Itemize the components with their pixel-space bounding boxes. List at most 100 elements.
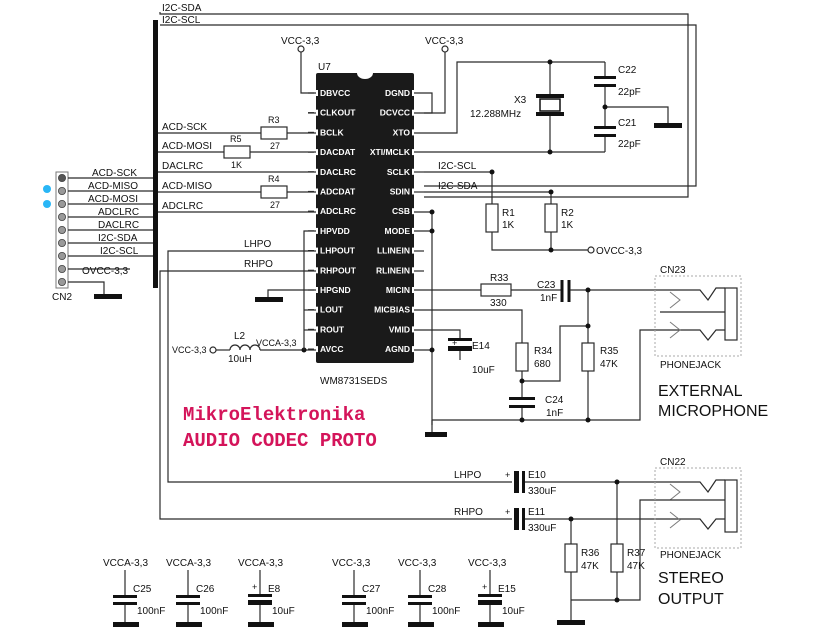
r2-ref: R2 — [561, 208, 574, 219]
ic-pin-label: LOUT — [320, 305, 344, 315]
vcc-label-2: VCC-3,3 — [425, 36, 464, 47]
net-adclrc: ADCLRC — [162, 201, 203, 212]
c22-value: 22pF — [618, 87, 641, 98]
r35-value: 47K — [600, 359, 618, 370]
net-acd-sck: ACD-SCK — [162, 122, 207, 133]
ic-part-number: WM8731SEDS — [320, 376, 388, 387]
cn2-label-adclrc: ADCLRC — [98, 207, 139, 218]
ic-ref: U7 — [318, 62, 331, 73]
left-signal-nets: VCC-3,3 ACD-SCK R3 27 ACD-MOSI R5 1K DAC… — [158, 36, 512, 520]
e14-value: 10uF — [472, 365, 495, 376]
ic-pin-label: ADCLRC — [320, 206, 356, 216]
cn2-pin — [58, 186, 67, 195]
ic-pin-label: HPGND — [320, 285, 351, 295]
decoupling-ref: C27 — [362, 584, 381, 595]
x3-ref: X3 — [514, 95, 527, 106]
r5-ref: R5 — [230, 134, 242, 144]
phonejack-cn22: CN22 PHONEJACK STEREO OUTPUT — [654, 457, 742, 608]
e11-polarity: + — [505, 507, 510, 517]
cn2-label-acd-mosi: ACD-MOSI — [88, 194, 138, 205]
ic-pin-label: AVCC — [320, 344, 343, 354]
decoupling-supply-label: VCCA-3,3 — [166, 558, 211, 569]
ic-pin-label: AGND — [385, 344, 410, 354]
ic-pin-label: MICBIAS — [374, 305, 410, 315]
x3-value: 12.288MHz — [470, 109, 521, 120]
cn2-label-acd-miso: ACD-MISO — [88, 181, 138, 192]
ic-pin-label: BCLK — [320, 127, 344, 137]
c24-ref: C24 — [545, 395, 564, 406]
cn23-title-line2: MICROPHONE — [658, 403, 768, 420]
ic-pin-label: DGND — [385, 88, 410, 98]
ic-pin-marker — [412, 267, 416, 274]
cn2-pin — [58, 277, 67, 286]
ic-pin-label: CSB — [392, 206, 410, 216]
cn23-ref: CN23 — [660, 265, 686, 276]
vcc-label: VCC-3,3 — [281, 36, 320, 47]
c24-value: 1nF — [546, 408, 563, 419]
cn22-title-line2: OUTPUT — [658, 591, 724, 608]
r5-value: 1K — [231, 160, 242, 170]
e10-polarity: + — [505, 470, 510, 480]
cn2-pin — [58, 173, 67, 182]
net-vcca-l2: VCCA-3,3 — [256, 338, 297, 348]
cn23-title-line1: EXTERNAL — [658, 383, 743, 400]
led-indicator — [43, 185, 51, 193]
decoupling-ref: E8 — [268, 584, 281, 595]
i2c-bus: I2C-SDA I2C-SCL — [153, 3, 697, 288]
net-daclrc: DACLRC — [162, 161, 203, 172]
i2c-scl-bus-label: I2C-SCL — [162, 15, 201, 26]
ic-pin-label: XTI/MCLK — [370, 147, 411, 157]
e11-value: 330uF — [528, 523, 556, 534]
r33-ref: R33 — [490, 273, 509, 284]
net-rhpo-2: RHPO — [454, 507, 483, 518]
r33-value: 330 — [490, 298, 507, 309]
ic-pin-label: SDIN — [390, 187, 410, 197]
cn2-pin — [58, 251, 67, 260]
cn2-pin — [58, 238, 67, 247]
e14-ref: E14 — [472, 341, 490, 352]
phonejack-cn23: CN23 PHONEJACK EXTERNAL MICROPHONE — [654, 265, 768, 420]
decoupling-value: 100nF — [137, 606, 165, 617]
polarity-plus: + — [482, 582, 487, 592]
c23-ref: C23 — [537, 280, 556, 291]
r34-ref: R34 — [534, 346, 553, 357]
cn2-label-i2c-sda: I2C-SDA — [98, 233, 138, 244]
cn22-title-line1: STEREO — [658, 570, 724, 587]
cn2-ref: CN2 — [52, 292, 72, 303]
r4-ref: R4 — [268, 174, 280, 184]
ic-pin-label: HPVDD — [320, 226, 350, 236]
cn23-type: PHONEJACK — [660, 360, 721, 371]
ic-pin-label: SCLK — [387, 167, 411, 177]
net-acd-miso: ACD-MISO — [162, 181, 212, 192]
net-i2c-scl: I2C-SCL — [438, 161, 477, 172]
ic-pin-marker — [412, 208, 416, 215]
c22-ref: C22 — [618, 65, 637, 76]
c23-value: 1nF — [540, 293, 557, 304]
decoupling-supply-label: VCC-3,3 — [468, 558, 507, 569]
r3-ref: R3 — [268, 115, 280, 125]
c21-ref: C21 — [618, 118, 637, 129]
e11-ref: E11 — [528, 507, 545, 518]
ic-u7: U7 WM8731SEDS DBVCCCLKOUTBCLKDACDATDACLR… — [308, 62, 416, 387]
decoupling-ref: C25 — [133, 584, 152, 595]
ic-pin-label: MODE — [385, 226, 411, 236]
decoupling-ref: C26 — [196, 584, 215, 595]
ic-pin-label: CLKOUT — [320, 108, 356, 118]
cn22-ref: CN22 — [660, 457, 686, 468]
r4-value: 27 — [270, 200, 280, 210]
net-lhpo-2: LHPO — [454, 470, 481, 481]
decoupling-supply-label: VCCA-3,3 — [103, 558, 148, 569]
led-indicator — [43, 200, 51, 208]
cn2-pin — [58, 212, 67, 221]
net-vcc-l2: VCC-3,3 — [172, 345, 207, 355]
r35-ref: R35 — [600, 346, 619, 357]
ic-pin-label: DCVCC — [380, 108, 410, 118]
cn2-pin — [58, 199, 67, 208]
r34-value: 680 — [534, 359, 551, 370]
r1-value: 1K — [502, 220, 515, 231]
ic-pin-label: ROUT — [320, 324, 345, 334]
cn2-label-ovcc: OVCC-3,3 — [82, 266, 129, 277]
ic-pin-label: MICIN — [386, 285, 410, 295]
ic-pin-marker — [314, 346, 318, 353]
cn22-type: PHONEJACK — [660, 550, 721, 561]
